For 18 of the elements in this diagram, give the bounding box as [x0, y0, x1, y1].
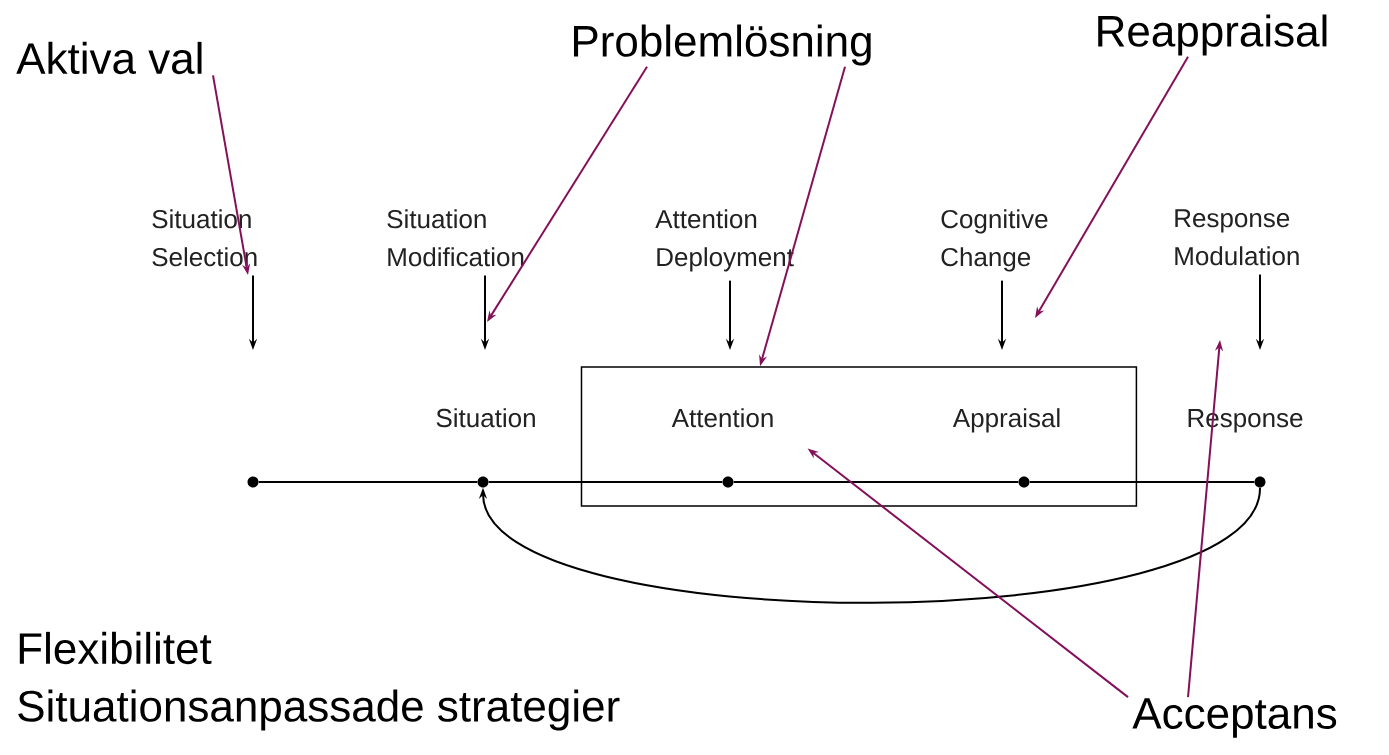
- side-note: Situationsanpassade strategier: [18, 689, 620, 731]
- annotation-text: Aktiva val: [16, 41, 202, 75]
- group-box: [580, 366, 1138, 507]
- step-label: Appraisal: [952, 408, 1060, 433]
- timeline-line: [732, 481, 1020, 483]
- annotation-text: Acceptans: [1132, 698, 1337, 738]
- timeline-line: [487, 481, 724, 483]
- step-label: Attention: [671, 408, 773, 428]
- timeline-line: [257, 481, 479, 483]
- stage-label: Cognitive Change: [941, 209, 1048, 272]
- annotation-text: Reappraisal: [1098, 14, 1327, 56]
- stage-label: Response Modulation: [1175, 209, 1299, 266]
- timeline-line: [1028, 481, 1256, 483]
- side-note: Flexibilitet: [19, 631, 212, 665]
- step-label: Situation: [436, 408, 535, 428]
- feedback-arrow: [478, 486, 1261, 604]
- annotation-text: Problemlösning: [574, 24, 871, 66]
- stage-label: Situation Modification: [387, 209, 524, 267]
